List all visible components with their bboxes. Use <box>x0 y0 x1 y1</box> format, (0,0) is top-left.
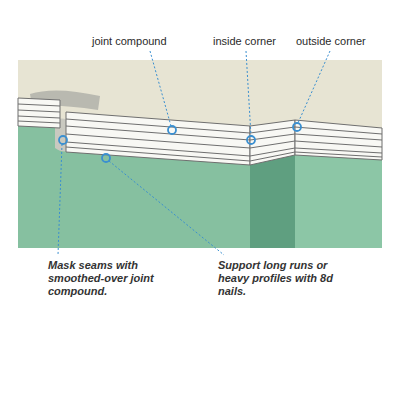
callout-label: joint compound <box>92 35 167 48</box>
note-text: Mask seams with smoothed-over joint comp… <box>48 259 166 298</box>
wall-front-face <box>295 155 382 248</box>
callout-label: outside corner <box>296 35 366 48</box>
callout-circles <box>59 123 301 162</box>
ceiling <box>18 60 382 248</box>
wall-side-face <box>250 155 295 248</box>
leader-lines <box>58 51 330 255</box>
note-text: Support long runs or heavy profiles with… <box>218 259 358 298</box>
crown-molding <box>18 98 382 165</box>
callout-label: inside corner <box>213 35 276 48</box>
